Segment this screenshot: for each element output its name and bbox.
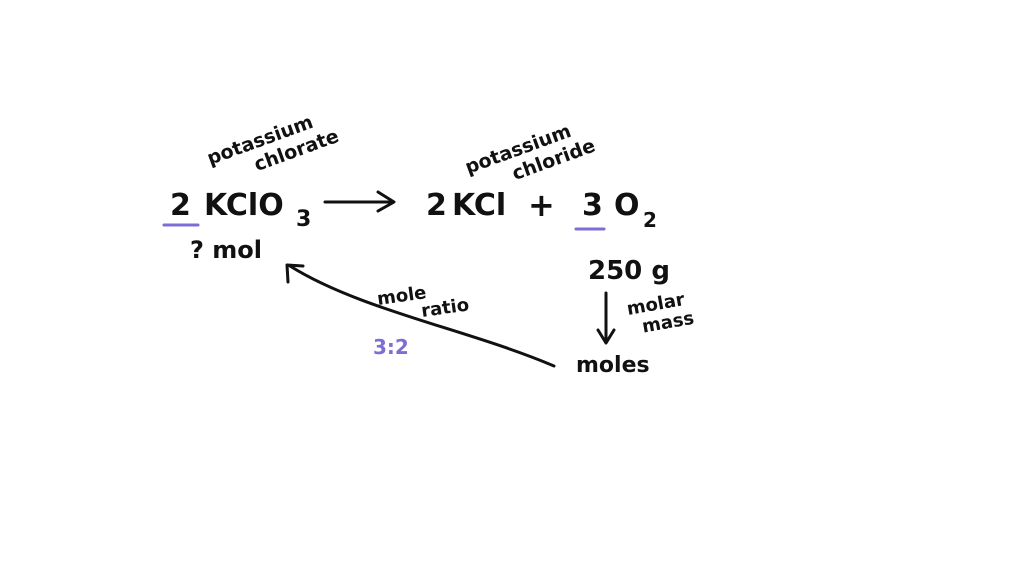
reaction-arrow: [323, 190, 396, 213]
reactant-subscript: 3: [296, 207, 311, 232]
mole-ratio-arrow: [285, 263, 556, 368]
product2-formula: O: [614, 188, 640, 223]
molar-mass-label: molar mass: [625, 289, 695, 337]
product2-subscript: 2: [643, 208, 657, 232]
mole-ratio-label: mole ratio: [376, 282, 471, 322]
product1-coefficient: 2: [426, 188, 447, 223]
plus-sign: +: [528, 186, 555, 224]
mole-ratio-value: 3:2: [373, 335, 409, 359]
mole-ratio-line2: ratio: [420, 294, 471, 321]
reactant-formula: KClO: [204, 188, 284, 223]
molar-mass-arrow: [596, 291, 616, 345]
product2-mass: 250 g: [588, 256, 670, 286]
product1-formula: KCl: [452, 188, 506, 223]
product2-moles: moles: [576, 353, 650, 378]
reactant-unknown-moles: ? mol: [190, 236, 262, 264]
product2-coefficient: 3: [582, 188, 603, 223]
reactant-name-label: potassium chlorate: [204, 111, 342, 176]
reactant-coefficient: 2: [170, 188, 191, 223]
